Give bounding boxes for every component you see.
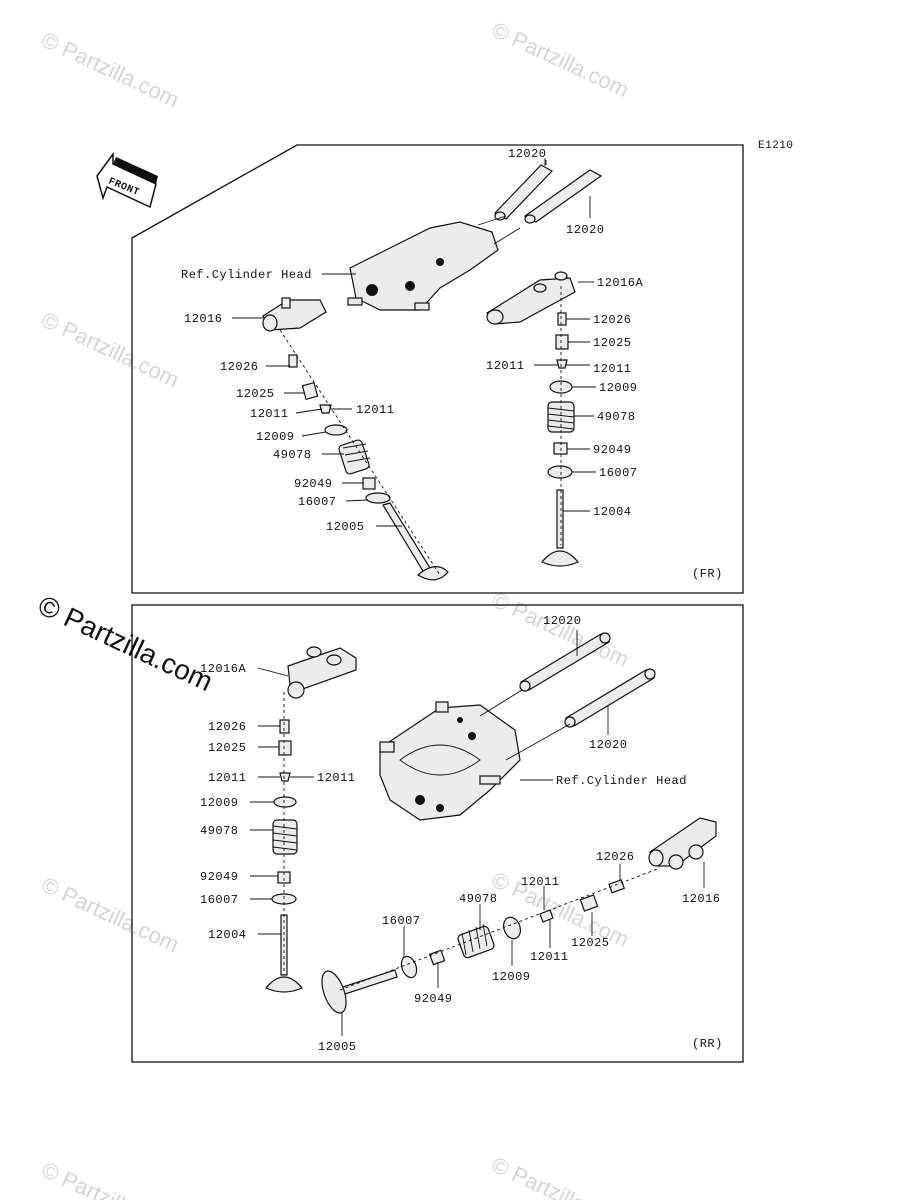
label-part: 12011 [317, 771, 356, 785]
label-part: 12020 [566, 223, 605, 237]
watermark: © Partzilla.com [488, 1152, 633, 1200]
label-part: 12026 [596, 850, 635, 864]
panel-rr-frame [131, 604, 744, 1063]
fr-left-retainer [324, 424, 348, 436]
watermark: © Partzilla.com [38, 307, 183, 392]
watermark: © Partzilla.com [488, 17, 633, 102]
label-part: 12026 [220, 360, 259, 374]
rr-left-collar [278, 740, 292, 756]
label-part: 12004 [208, 928, 247, 942]
fr-cylinder-head [347, 215, 521, 311]
label-part: 12011 [486, 359, 525, 373]
fr-left-seat [365, 492, 391, 504]
label-part: 12016 [682, 892, 721, 906]
label-part: 12016A [597, 276, 644, 290]
rr-right-cotter [539, 909, 554, 923]
fr-left-valve [382, 502, 449, 581]
label-part: 12016A [200, 662, 247, 676]
rr-rocker-shaft-b [564, 668, 656, 728]
panel-tag-fr: (FR) [692, 567, 723, 581]
label-part: 49078 [597, 410, 636, 424]
rr-cylinder-head [379, 689, 571, 821]
rr-right-valve [321, 969, 398, 1014]
fr-leaders [232, 158, 596, 527]
label-part: 12025 [236, 387, 275, 401]
fr-right-seal [553, 442, 568, 455]
rr-left-rocker-arm [287, 646, 357, 699]
label-part: 12025 [571, 936, 610, 950]
label-part: 12026 [208, 720, 247, 734]
rr-right-collar [579, 894, 599, 912]
label-part: 92049 [294, 477, 333, 491]
fr-right-valve [541, 489, 579, 567]
label-part: 92049 [200, 870, 239, 884]
label-part: 12026 [593, 313, 632, 327]
fr-left-seal [362, 477, 376, 490]
front-arrow-icon: FRONT [96, 151, 158, 209]
label-part: 49078 [273, 448, 312, 462]
fr-left-spring [338, 439, 371, 475]
fr-left-adjuster [288, 354, 298, 368]
fr-right-seat [547, 465, 573, 479]
label-part: 92049 [414, 992, 453, 1006]
label-cylinder-head: Ref.Cylinder Head [556, 774, 687, 788]
label-part: 16007 [200, 893, 239, 907]
rr-right-seal [428, 949, 446, 966]
rr-left-spring [272, 819, 298, 855]
label-part: 12016 [184, 312, 223, 326]
label-part: 16007 [382, 914, 421, 928]
label-part: 12011 [356, 403, 395, 417]
panel-tag-rr: (RR) [692, 1037, 723, 1051]
diagram-code: E1210 [758, 140, 794, 152]
rr-right-seat [400, 955, 418, 979]
rr-right-rocker-arm [648, 817, 717, 870]
label-part: 16007 [298, 495, 337, 509]
label-part: 12025 [208, 741, 247, 755]
fr-left-cotter [319, 404, 332, 414]
fr-right-collar [555, 334, 569, 350]
panel-rr: 12020 12020 Ref.Cylinder Head 12016A 120… [131, 604, 744, 1063]
rr-rocker-shaft-a [519, 632, 611, 692]
rr-right-spring [457, 923, 495, 959]
rr-leaders [250, 630, 705, 1036]
label-part: 16007 [599, 466, 638, 480]
label-part: 12011 [208, 771, 247, 785]
watermark: © Partzilla.com [38, 1157, 183, 1200]
label-part: 12004 [593, 505, 632, 519]
label-part: 12009 [256, 430, 295, 444]
label-part: 12025 [593, 336, 632, 350]
fr-left-rocker-arm [262, 297, 327, 332]
fr-rocker-shaft-b [523, 169, 603, 224]
label-part: 49078 [459, 892, 498, 906]
fr-left-collar [301, 381, 319, 401]
panel-fr-frame [131, 144, 744, 594]
rr-left-adjuster [279, 719, 290, 734]
label-cylinder-head: Ref.Cylinder Head [181, 268, 312, 282]
label-part: 49078 [200, 824, 239, 838]
label-part: 12005 [318, 1040, 357, 1054]
fr-right-adjuster [557, 312, 567, 326]
rr-left-cotter [279, 772, 291, 782]
watermark: © Partzilla.com [38, 872, 183, 957]
label-part: 12005 [326, 520, 365, 534]
watermark: © Partzilla.com [488, 867, 633, 952]
label-part: 12009 [599, 381, 638, 395]
label-part: 12009 [492, 970, 531, 984]
panel-fr: 12020 12020 Ref.Cylinder Head 12016 1202… [131, 144, 744, 594]
fr-right-rocker-arm [486, 271, 576, 325]
label-part: 12011 [250, 407, 289, 421]
label-part: 92049 [593, 443, 632, 457]
label-part: 12020 [589, 738, 628, 752]
rr-right-retainer [502, 916, 522, 940]
label-part: 12011 [521, 875, 560, 889]
label-part: 12011 [593, 362, 632, 376]
watermark: © Partzilla.com [38, 27, 183, 112]
label-part: 12020 [543, 614, 582, 628]
label-part: 12011 [530, 950, 569, 964]
rr-left-retainer [273, 796, 297, 808]
label-part: 12009 [200, 796, 239, 810]
label-part: 12020 [508, 147, 547, 161]
fr-right-cotter [556, 359, 568, 369]
